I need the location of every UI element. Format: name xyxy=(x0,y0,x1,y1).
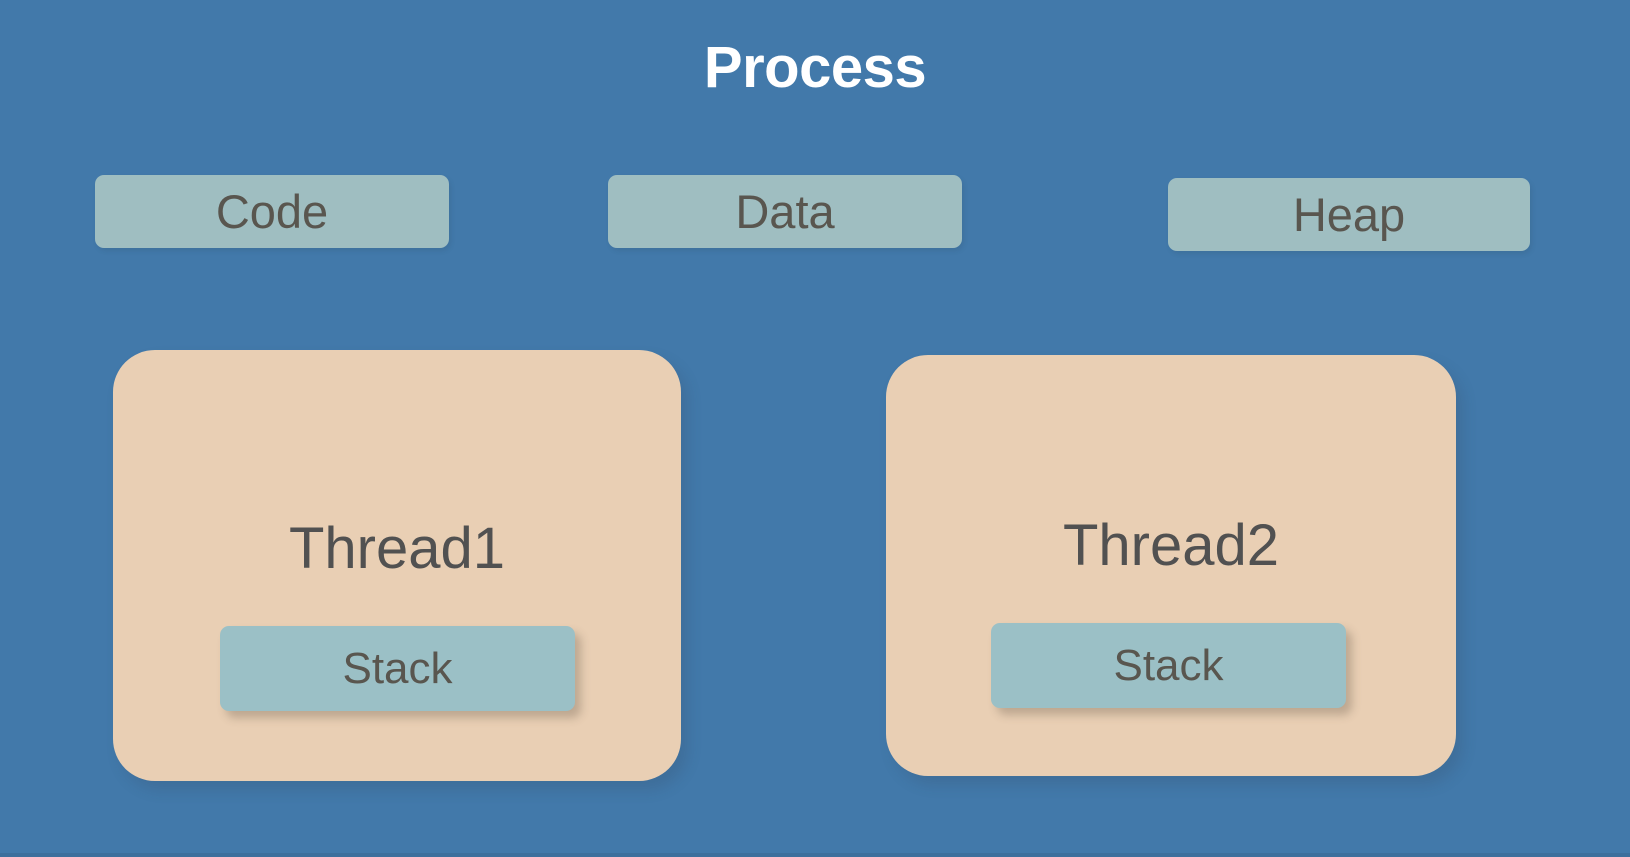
stack-box-thread2[interactable]: Stack xyxy=(991,623,1346,708)
segment-label-data: Data xyxy=(735,185,835,238)
segment-box-data[interactable]: Data xyxy=(608,175,962,248)
thread-label-thread1: Thread1 xyxy=(288,516,506,581)
stack-box-thread1[interactable]: Stack xyxy=(220,626,575,711)
segment-box-heap[interactable]: Heap xyxy=(1168,178,1530,251)
thread-card-thread2[interactable]: Thread2 Stack xyxy=(886,355,1456,776)
stack-label-thread1: Stack xyxy=(342,643,453,693)
thread-card-thread1[interactable]: Thread1 Stack xyxy=(113,350,681,781)
segment-label-heap: Heap xyxy=(1292,188,1406,241)
page-title: Process xyxy=(703,35,927,100)
segment-box-code[interactable]: Code xyxy=(95,175,449,248)
thread-label-thread2: Thread2 xyxy=(1062,513,1280,578)
segment-label-code: Code xyxy=(215,185,329,238)
stack-label-thread2: Stack xyxy=(1113,640,1224,690)
